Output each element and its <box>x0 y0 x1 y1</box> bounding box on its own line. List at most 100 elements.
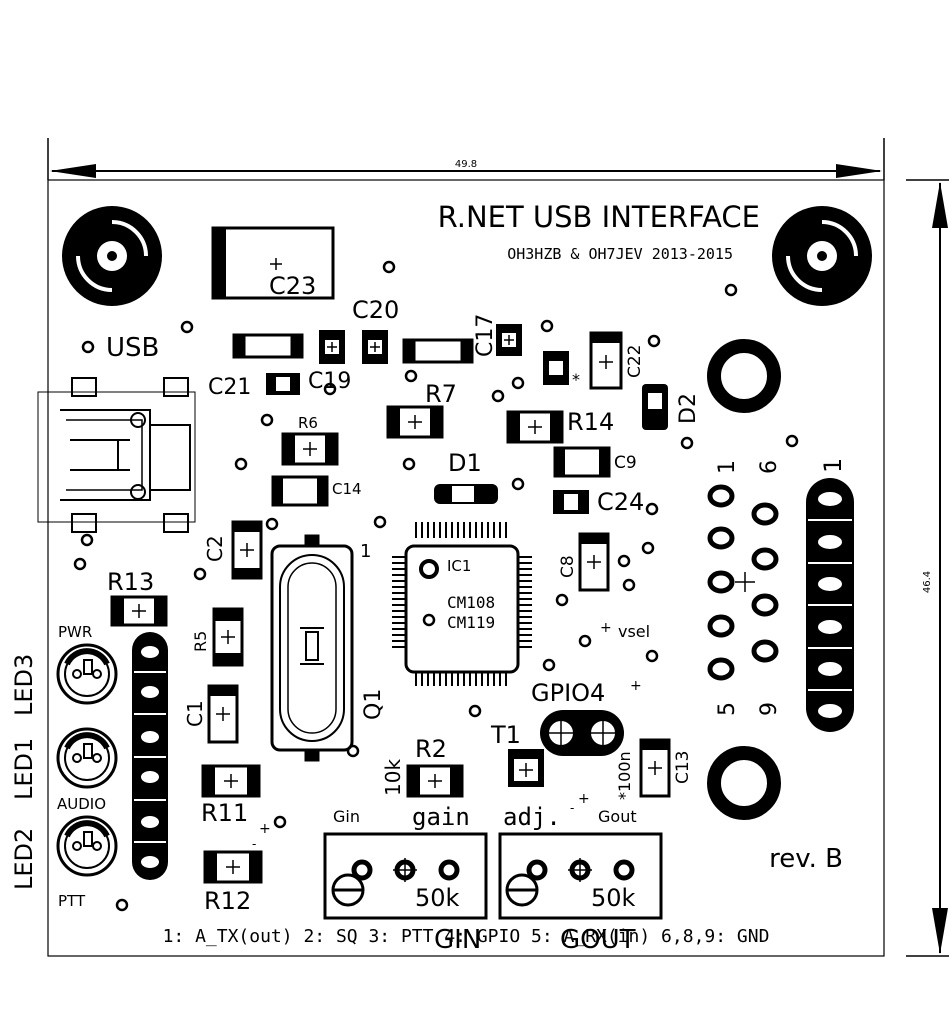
gin-big-label: GIN <box>434 925 481 955</box>
audio-label: AUDIO <box>57 795 106 813</box>
footer-pinout: 1: A_TX(out) 2: SQ 3: PTT 4: GPIO 5: A_R… <box>163 926 770 947</box>
c22-label: C22 <box>625 344 645 378</box>
c24-capacitor: C24 <box>553 488 644 516</box>
gout-big-label: GOUT <box>560 925 636 955</box>
svg-text:+: + <box>630 678 642 694</box>
header-pin1-label: 1 <box>819 458 847 473</box>
pot-gout: 50k GOUT <box>498 832 663 955</box>
led1-label: LED1 <box>10 738 38 800</box>
c14-capacitor: C14 <box>271 475 362 507</box>
cm108-label: CM108 <box>447 593 495 612</box>
r7-label: R7 <box>425 380 457 408</box>
star-component: * <box>543 351 580 389</box>
r5-resistor: R5 <box>191 607 244 667</box>
d2-diode: D2 <box>642 384 701 430</box>
r2-resistor: R2 10k <box>381 735 464 798</box>
c23-label: C23 <box>269 272 316 300</box>
c13-label: C13 <box>673 750 693 784</box>
usb-connector <box>37 377 196 533</box>
r14-resistor: R14 <box>506 408 614 444</box>
board-revision: rev. B <box>769 844 843 874</box>
q1-crystal: 1 Q1 <box>270 534 386 762</box>
svg-text:-: - <box>570 801 574 815</box>
c20-capacitor: C20 <box>319 296 399 364</box>
c1-label: C1 <box>183 700 207 727</box>
ring-hole-upper <box>707 339 781 413</box>
r12-resistor: R12 <box>203 850 263 915</box>
gain-label: gain <box>412 803 470 831</box>
c22-capacitor: C22 <box>589 331 645 390</box>
led-ptt <box>56 815 118 877</box>
q1-label: Q1 <box>361 689 386 720</box>
c14-label: C14 <box>332 480 362 498</box>
r7-resistor: R7 <box>386 380 457 439</box>
t1-label: T1 <box>490 721 521 749</box>
vias <box>73 260 799 912</box>
height-dimension: 46.4 <box>906 179 949 957</box>
db9-connector <box>707 484 779 681</box>
q1-pin1-label: 1 <box>360 541 371 562</box>
pwr-label: PWR <box>58 623 92 641</box>
c21-capacitor: C21 C19 <box>208 369 351 400</box>
c9-capacitor: C9 <box>553 446 637 478</box>
r5-label: R5 <box>191 631 210 652</box>
svg-text:-: - <box>252 837 256 851</box>
ic1-label: IC1 <box>447 557 471 575</box>
usb-label: USB <box>106 333 159 363</box>
r6-label: R6 <box>298 414 318 432</box>
ic1-chip: IC1 CM108 CM119 <box>392 522 532 686</box>
c2-capacitor: C2 <box>203 520 263 580</box>
star-label: * <box>572 370 580 389</box>
svg-text:+: + <box>600 620 612 636</box>
led2-label: LED2 <box>10 828 38 890</box>
c13-capacitor: C13 *100n <box>615 738 693 800</box>
c13-value-label: *100n <box>615 751 634 800</box>
r12-label: R12 <box>204 887 251 915</box>
six-pin-header: 1 <box>806 458 854 732</box>
board-outline <box>47 179 885 957</box>
svg-text:+: + <box>578 791 590 807</box>
t1-transistor: T1 <box>490 721 544 787</box>
led-header <box>132 632 168 880</box>
conn-pin9-label: 9 <box>757 702 782 716</box>
c21-label: C21 <box>208 375 251 400</box>
r13-label: R13 <box>107 568 154 596</box>
r2-value-label: 10k <box>381 759 405 796</box>
c8-capacitor: C8 <box>558 532 610 592</box>
board-title: R.NET USB INTERFACE <box>438 200 760 234</box>
c24-label: C24 <box>597 488 644 516</box>
conn-pin6-label: 6 <box>757 460 782 474</box>
width-dimension-label: 49.8 <box>455 159 477 170</box>
height-dimension-label: 46.4 <box>922 571 933 593</box>
mounting-hole-right <box>772 206 872 306</box>
conn-pin5-label: 5 <box>715 702 740 716</box>
width-dimension: 49.8 <box>47 138 885 180</box>
mounting-hole-left <box>62 206 162 306</box>
pot-gin-value: 50k <box>415 884 460 912</box>
gpio4-jumper: GPIO4 + <box>531 678 642 756</box>
ring-hole-lower <box>707 746 781 820</box>
c23-capacitor: C23 <box>211 226 335 300</box>
l1-component <box>232 333 474 364</box>
ptt-label: PTT <box>58 892 86 910</box>
vsel-label: vsel <box>618 622 650 641</box>
d1-label: D1 <box>448 449 482 477</box>
r11-resistor: R11 <box>201 764 261 827</box>
c19-label: C19 <box>308 369 351 394</box>
r2-label: R2 <box>415 735 447 763</box>
gpio4-label: GPIO4 <box>531 679 605 707</box>
c20-label: C20 <box>352 296 399 324</box>
c9-label: C9 <box>614 453 637 473</box>
pot-gin: 50k GIN <box>323 832 488 955</box>
board-authors: OH3HZB & OH7JEV 2013-2015 <box>507 245 733 263</box>
pot-gout-value: 50k <box>591 884 636 912</box>
gin-small-label: Gin <box>333 807 360 826</box>
c17-label: C17 <box>473 314 498 357</box>
r13-resistor: R13 <box>107 568 168 627</box>
c8-label: C8 <box>558 555 578 578</box>
adj-label: adj. <box>503 803 561 831</box>
c17-capacitor: C17 <box>473 314 522 357</box>
r14-label: R14 <box>567 408 614 436</box>
conn-pin1-label: 1 <box>715 460 740 474</box>
